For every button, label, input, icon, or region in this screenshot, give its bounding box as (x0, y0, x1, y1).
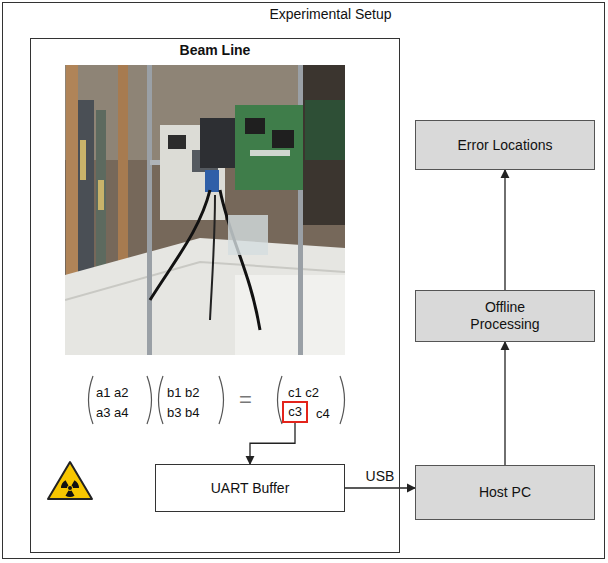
highlight-box: c3 (282, 401, 308, 423)
connector-arrow (504, 342, 505, 465)
connector-label: USB (366, 468, 395, 484)
box-label: Host PC (479, 484, 531, 501)
label-anchor: a3 a4 (96, 403, 129, 421)
connector-arrow (345, 487, 415, 488)
label-anchor: c4 (316, 404, 330, 422)
beam-line-frame: Beam Line c3UART Buffer (30, 38, 400, 553)
trefoil-blade (66, 491, 75, 497)
matrix-entry: b3 b4 (167, 405, 200, 420)
connector-arrow (504, 170, 505, 290)
radiation-warning-symbol (48, 462, 92, 499)
label-anchor: USB (366, 467, 395, 485)
box-label: Error Locations (458, 137, 553, 154)
frame-heading: Beam Line (31, 42, 399, 59)
equals-sign: = (239, 387, 252, 412)
label-anchor: b1 b2 (167, 383, 200, 401)
label-anchor: a1 a2 (96, 383, 129, 401)
trefoil-center (68, 486, 72, 490)
frame-heading: Experimental Setup (30, 6, 608, 23)
box-label: UART Buffer (211, 480, 290, 497)
process-box: Error Locations (415, 120, 595, 170)
beam-line-photo (65, 65, 345, 355)
matrix-entry: a1 a2 (96, 385, 129, 400)
label-anchor: b3 b4 (167, 403, 200, 421)
matrix-brackets (89, 376, 345, 424)
box-label: c3 (288, 404, 302, 420)
buffer-box: UART Buffer (155, 464, 345, 512)
label-anchor: c1 c2 (288, 383, 319, 401)
matrix-entry: a3 a4 (96, 405, 129, 420)
matrix-entry: c4 (316, 406, 330, 421)
trefoil-blade (61, 480, 69, 488)
box-label: Offline Processing (458, 299, 553, 333)
process-box: Offline Processing (415, 290, 595, 342)
connector-arrow (250, 423, 295, 465)
matrix-entry: b1 b2 (167, 385, 200, 400)
process-box: Host PC (415, 465, 595, 520)
matrix-entry: c1 c2 (288, 385, 319, 400)
label-anchor: = (239, 387, 252, 413)
trefoil-blade (72, 480, 80, 488)
